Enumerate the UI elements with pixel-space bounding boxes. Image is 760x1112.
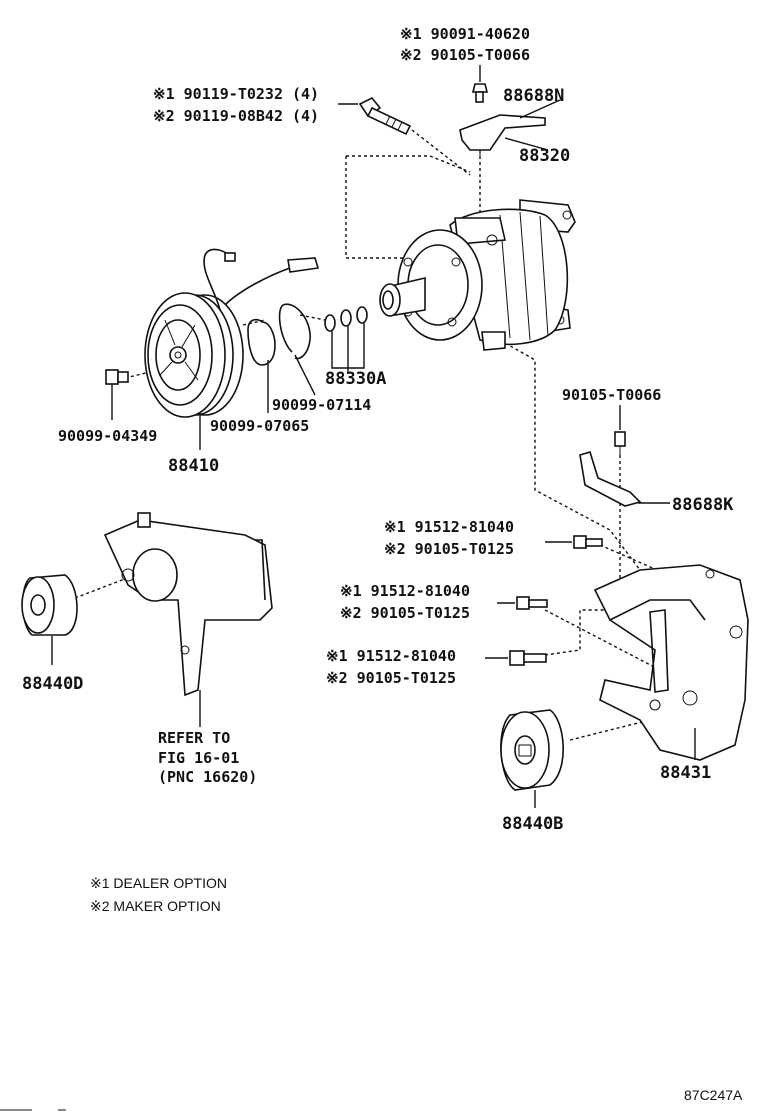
label-bolt-b-opt1: ※1 91512-81040 <box>340 582 470 600</box>
bolt-90091-drawing <box>471 83 489 103</box>
label-compressor: 88320 <box>519 146 570 166</box>
compressor-drawing <box>379 199 576 351</box>
label-snap-ring-outer: 90099-07114 <box>272 396 371 414</box>
label-clutch: 88410 <box>168 456 219 476</box>
label-bracket-88688k: 88688K <box>672 495 734 515</box>
bracket-bolts-drawing <box>509 535 603 666</box>
label-bracket-88688n: 88688N <box>503 86 564 106</box>
label-comp-bolt-opt1: ※1 90091-40620 <box>400 25 530 43</box>
label-bolt-c-opt2: ※2 90105-T0125 <box>326 669 456 687</box>
legend-maker-option: ※2 MAKER OPTION <box>90 898 221 914</box>
idler-88440d-drawing <box>21 574 78 636</box>
label-bolt-b-opt2: ※2 90105-T0125 <box>340 604 470 622</box>
legend-dealer-option: ※1 DEALER OPTION <box>90 875 227 891</box>
label-bracket-k-bolt: 90105-T0066 <box>562 386 661 404</box>
label-bolt-c-opt1: ※1 91512-81040 <box>326 647 456 665</box>
label-idler-88440b: 88440B <box>502 814 563 834</box>
clutch-bolt-drawing <box>105 369 129 385</box>
label-refer-line3: (PNC 16620) <box>158 768 257 786</box>
mount-bolt-drawing <box>358 96 412 136</box>
bracket-88688n-drawing <box>459 114 546 158</box>
bracket-88688k-drawing <box>579 431 642 507</box>
label-clutch-bolt: 90099-04349 <box>58 427 157 445</box>
label-snap-ring-inner: 90099-07065 <box>210 417 309 435</box>
label-idler-88440d: 88440D <box>22 674 83 694</box>
figure-code: 87C247A <box>684 1087 743 1103</box>
mount-bracket-drawing <box>593 564 749 761</box>
part-labels: ※1 90091-40620 ※2 90105-T0066 ※1 90119-T… <box>22 25 734 834</box>
label-comp-bolt-opt2: ※2 90105-T0066 <box>400 46 530 64</box>
rings-drawing <box>247 303 368 366</box>
label-refer-line2: FIG 16-01 <box>158 749 239 767</box>
label-mount-bracket: 88431 <box>660 763 711 783</box>
idler-88440b-drawing <box>500 709 564 791</box>
reference-bracket-drawing <box>103 512 273 697</box>
leader-lines <box>51 65 696 808</box>
clutch-drawing <box>144 248 320 418</box>
label-bolt-a-opt1: ※1 91512-81040 <box>384 518 514 536</box>
label-mount-bolt-opt2: ※2 90119-08B42 (4) <box>153 107 319 125</box>
label-shim-set: 88330A <box>325 369 386 389</box>
label-refer-line1: REFER TO <box>158 729 230 747</box>
label-mount-bolt-opt1: ※1 90119-T0232 (4) <box>153 85 319 103</box>
legend: ※1 DEALER OPTION ※2 MAKER OPTION <box>90 875 227 914</box>
label-bolt-a-opt2: ※2 90105-T0125 <box>384 540 514 558</box>
